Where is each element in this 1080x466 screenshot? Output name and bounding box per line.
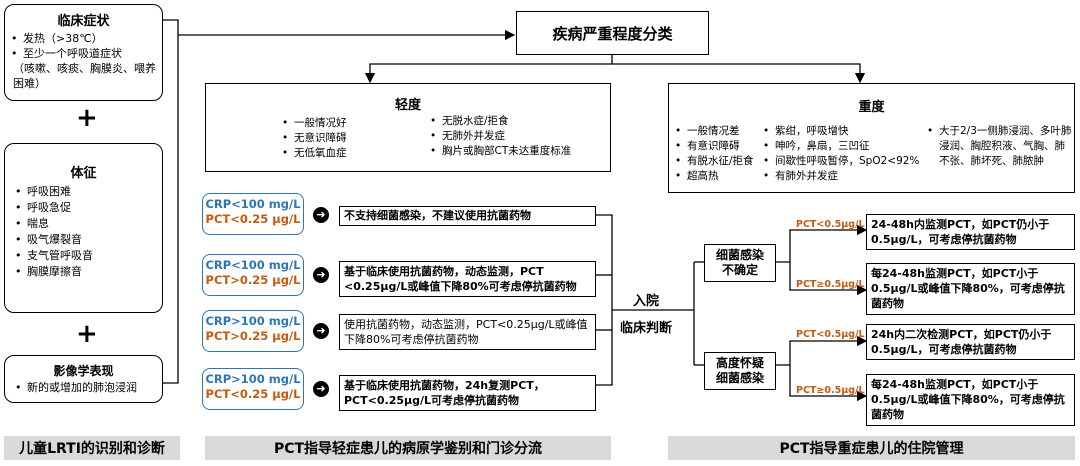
clinical-symptoms-box: 临床症状 发热（>38℃） 至少一个呼吸道症状 （咳嗽、咳痰、胸膜炎、喂养困难） <box>4 4 163 101</box>
mild-item: 一般情况好 <box>282 116 347 131</box>
plus-sign: + <box>76 103 98 133</box>
mild-recommendation: 基于临床使用抗菌药物，24h复测PCT，PCT<0.25μg/L可考虑停抗菌药物 <box>339 375 596 411</box>
mild-item: 无肺外并发症 <box>430 129 571 144</box>
sign-item: 吸气爆裂音 <box>15 232 152 248</box>
mild-box: 轻度 一般情况好 无意识障碍 无低氧血症 无脱水症/拒食 无肺外并发症 胸片或胸… <box>205 83 611 172</box>
clinical-item: 至少一个呼吸道症状 <box>11 46 156 61</box>
severe-item: 有意识障碍 <box>675 139 754 154</box>
pct-threshold-label: PCT≥0.5μg/L <box>796 279 865 290</box>
arrow-right-icon: ➜ <box>313 323 329 339</box>
severe-item: 超高热 <box>675 169 754 184</box>
severe-item: 呻吟，鼻扇，三凹征 <box>763 139 919 154</box>
footer-severe-management: PCT指导重症患儿的住院管理 <box>668 436 1075 460</box>
imaging-title: 影像学表现 <box>53 364 114 378</box>
severe-title: 重度 <box>858 100 885 115</box>
uncertain-infection-box: 细菌感染不确定 <box>704 244 776 282</box>
pct-threshold-label: PCT<0.5μg/L <box>796 219 865 230</box>
sign-item: 胸膜摩擦音 <box>15 264 152 280</box>
clinical-item: （咳嗽、咳痰、胸膜炎、喂养困难） <box>13 62 156 90</box>
uncertain-high-pct-action: 每24-48h监测PCT，如PCT小于0.5μg/L或峰值下降80%，可考虑停抗… <box>866 263 1075 315</box>
footer-diagnosis: 儿童LRTI的识别和诊断 <box>4 436 180 460</box>
footer-mild-triage: PCT指导轻症患儿的病原学鉴别和门诊分流 <box>205 436 611 460</box>
severe-item: 有肺外并发症 <box>763 169 919 184</box>
clinical-item: 发热（>38℃） <box>11 31 156 46</box>
sign-item: 呼吸困难 <box>15 184 152 200</box>
pct-threshold-label: PCT≥0.5μg/L <box>796 385 865 396</box>
severe-item: 大于2/3一侧肺浸润、多叶肺浸润、胸腔积液、气胸、肺不张、肺坏死、肺脓肿 <box>927 124 1072 169</box>
arrow-right-icon: ➜ <box>313 267 329 283</box>
pct-threshold-label: PCT<0.5μg/L <box>796 329 865 340</box>
mild-recommendation: 基于临床使用抗菌药物，动态监测，PCT <0.25μg/L或峰值下降80%可考虑… <box>339 261 596 297</box>
arrow-right-icon: ➜ <box>313 207 329 223</box>
mild-title: 轻度 <box>394 98 421 113</box>
mild-recommendation: 不支持细菌感染，不建议使用抗菌药物 <box>339 206 596 226</box>
imaging-box: 影像学表现 新的或增加的肺泡浸润 <box>4 355 163 403</box>
suspected-high-pct-action: 每24-48h监测PCT，如PCT小于0.5μg/L或峰值下降80%，可考虑停抗… <box>866 374 1075 426</box>
clinical-symptoms-title: 临床症状 <box>57 14 110 29</box>
severe-item: 有脱水征/拒食 <box>675 154 754 169</box>
severe-box: 重度 一般情况差 有意识障碍 有脱水征/拒食 超高热 紫绀，呼吸增快 呻吟，鼻扇… <box>668 83 1075 193</box>
admission-label: 入院 <box>633 294 660 309</box>
mild-item: 胸片或胸部CT未达重度标准 <box>430 144 571 159</box>
uncertain-low-pct-action: 24-48h内监测PCT，如PCT仍小于0.5μg/L，可考虑停抗菌药物 <box>866 214 1075 250</box>
clinical-judgment-label: 临床判断 <box>620 321 673 336</box>
sign-item: 喘息 <box>15 216 152 232</box>
mild-recommendation: 使用抗菌药物，动态监测，PCT<0.25μg/L或峰值下降80%可考虑停抗菌药物 <box>339 314 596 350</box>
signs-title: 体征 <box>70 166 97 181</box>
severe-item: 间歇性呼吸暂停，SpO2<92% <box>763 154 919 169</box>
severe-item: 紫绀，呼吸增快 <box>763 124 919 139</box>
imaging-item: 新的或增加的肺泡浸润 <box>15 380 152 395</box>
mild-item: 无意识障碍 <box>282 131 347 146</box>
sign-item: 支气管呼吸音 <box>15 248 152 264</box>
arrow-right-icon: ➜ <box>313 381 329 397</box>
signs-box: 体征 呼吸困难 呼吸急促 喘息 吸气爆裂音 支气管呼吸音 胸膜摩擦音 <box>4 143 163 313</box>
severe-item: 一般情况差 <box>675 124 754 139</box>
suspected-low-pct-action: 24h内二次检测PCT，如PCT仍小于0.5μg/L，可考虑停抗菌药物 <box>866 324 1075 360</box>
mild-item: 无低氧血症 <box>282 146 347 161</box>
mild-item: 无脱水症/拒食 <box>430 114 571 129</box>
suspected-infection-box: 高度怀疑细菌感染 <box>704 352 776 390</box>
plus-sign: + <box>76 319 98 349</box>
severity-classification-box: 疾病严重程度分类 <box>516 11 709 55</box>
sign-item: 呼吸急促 <box>15 200 152 216</box>
